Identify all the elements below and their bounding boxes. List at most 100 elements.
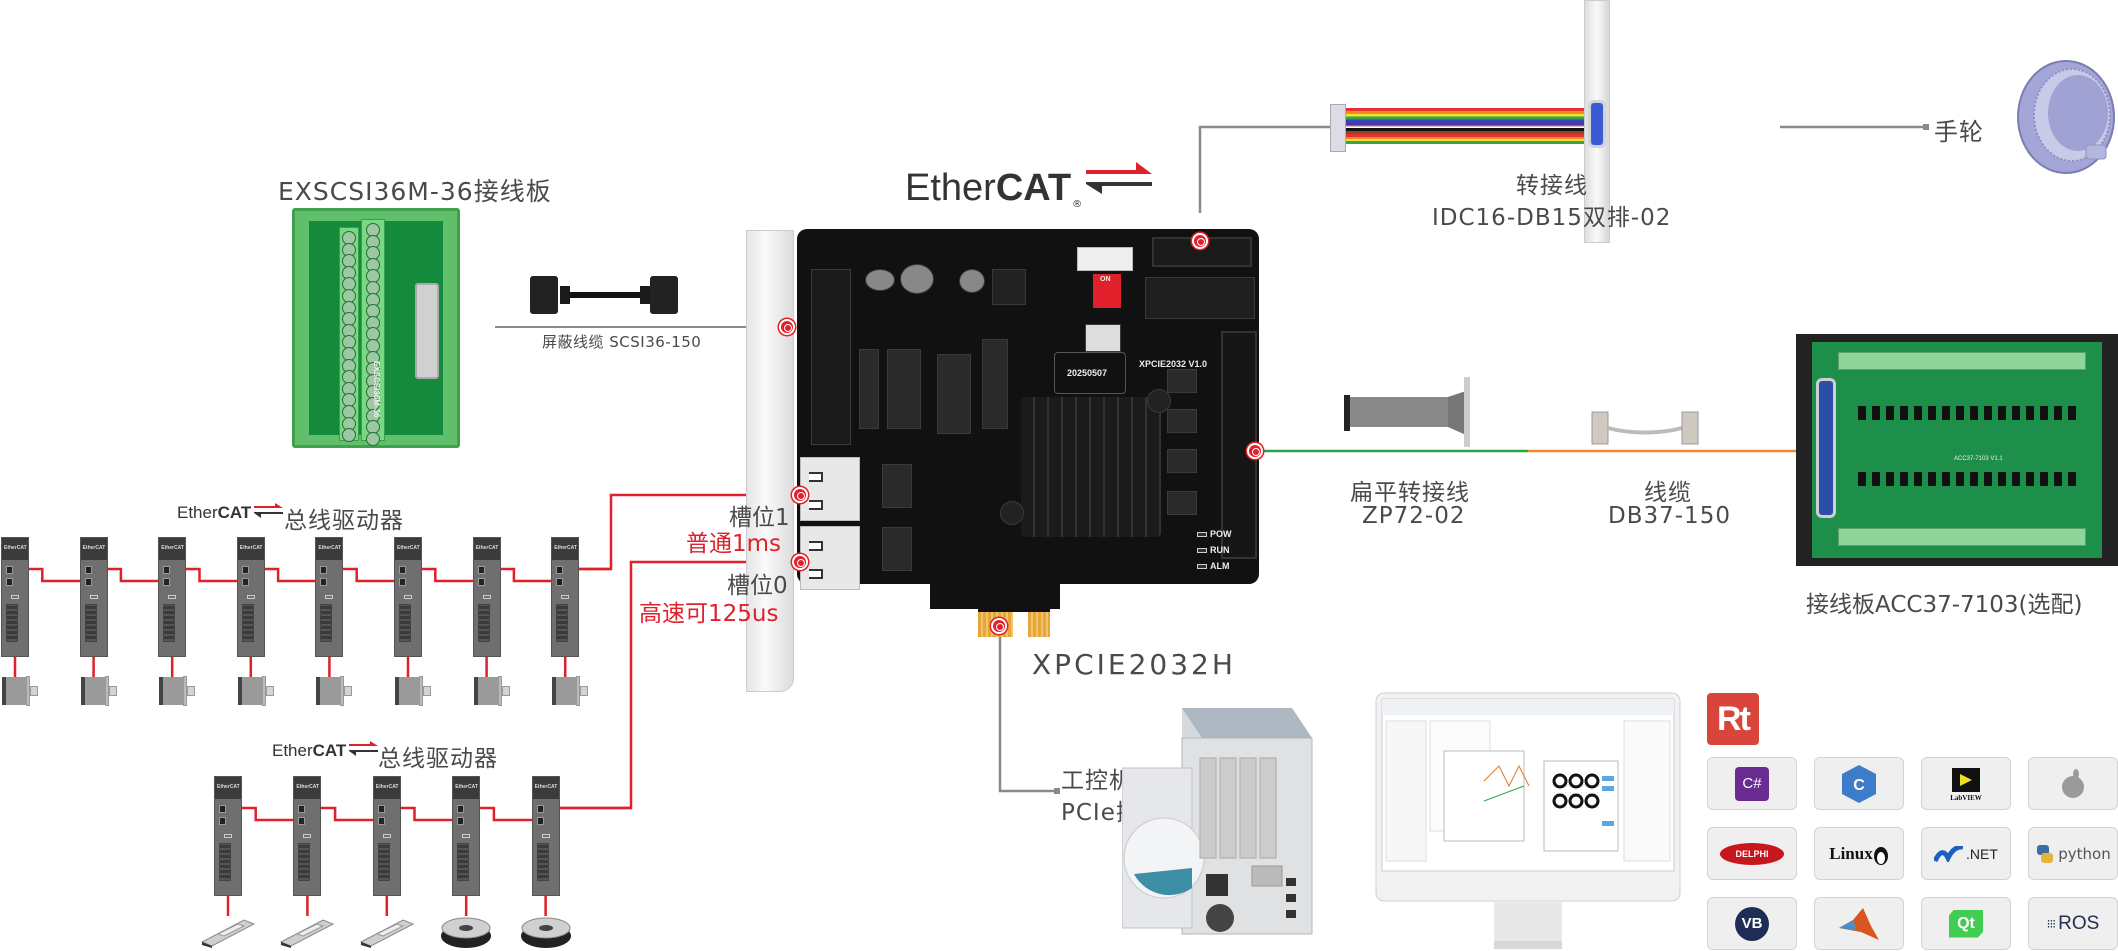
optocoupler-chip (1900, 406, 1908, 420)
dot-idc (1192, 233, 1208, 249)
wire-idc (1198, 125, 1335, 213)
sdk-tile-apple (2028, 757, 2118, 810)
rj45-slot0[interactable] (800, 526, 860, 590)
optocoupler-chip (2040, 406, 2048, 420)
ethercat-arrows-icon (254, 503, 284, 518)
sdk-tile-python: python (2028, 827, 2118, 880)
rt-logo: Rt (1707, 693, 1759, 745)
rotary-table (441, 917, 492, 948)
optocoupler-chip (1928, 406, 1936, 420)
acc-board-label: 接线板ACC37-7103(选配) (1806, 592, 2083, 618)
optocoupler-chip (1998, 406, 2006, 420)
optocoupler-chip (1970, 472, 1978, 486)
ethercat-drive: EtherCAT (531, 776, 560, 896)
db15-connector (1588, 100, 1606, 148)
heatsink (1021, 397, 1161, 537)
optocoupler-chip (1928, 472, 1936, 486)
optocoupler-chip (1942, 472, 1950, 486)
linear-motor (359, 919, 414, 948)
optocoupler-chip (2054, 472, 2062, 486)
ethercat-drive: EtherCAT (372, 776, 401, 896)
terminal-screw (366, 431, 380, 446)
optocoupler-chip (2040, 472, 2048, 486)
optocoupler-chip (1900, 472, 1908, 486)
slot0-name: 槽位0 (727, 573, 788, 599)
optocoupler-chip (1914, 472, 1922, 486)
optocoupler-chip (1886, 472, 1894, 486)
slot1-desc: 普通1ms (686, 531, 782, 557)
rj45-slot1[interactable] (800, 457, 860, 521)
led-indicator (1197, 547, 1207, 553)
optocoupler-chip (1872, 406, 1880, 420)
svg-text:LabVIEW: LabVIEW (1950, 794, 1982, 802)
ethercat-drive: EtherCAT (472, 537, 501, 657)
rainbow-ribbon-cable (1346, 108, 1586, 144)
handwheel-label: 手轮 (1934, 118, 1984, 146)
servo-motor (237, 676, 274, 706)
led-label: POW (1210, 529, 1232, 539)
ethercat-drive: EtherCAT (315, 537, 344, 657)
drive-group-1-label: 总线驱动器 (284, 508, 404, 534)
optocoupler-chip (1886, 406, 1894, 420)
ethercat-drive: EtherCAT (551, 537, 580, 657)
idc16-connector (1330, 104, 1346, 152)
ethercat-drive: EtherCAT (79, 537, 108, 657)
led-indicator (1197, 531, 1207, 537)
led-run: RUN (1197, 545, 1230, 555)
ethercat-drive: EtherCAT (394, 537, 422, 657)
acc37-7103-board: ACC37-7103 V1.1 (1796, 334, 2118, 566)
drive-chain-2 (224, 806, 631, 916)
scsi36-cable (530, 276, 678, 314)
optocoupler-chip (1956, 406, 1964, 420)
ethercat-logo: Ether CAT ® (905, 160, 1154, 210)
db37-connector (1816, 378, 1836, 518)
pcie-bracket (746, 230, 794, 692)
ethercat-drive: EtherCAT (293, 776, 322, 896)
sdk-tile-vb: VB (1707, 897, 1797, 950)
linear-motor (280, 919, 335, 948)
wire-pcie (998, 626, 1057, 793)
rotary-table (520, 917, 571, 948)
optocoupler-chip (2054, 406, 2062, 420)
drive-group-2-label: 总线驱动器 (378, 746, 498, 772)
drive-group-2-logo: Ether CAT (272, 740, 380, 761)
optocoupler-chip (1984, 406, 1992, 420)
optocoupler-chip (1914, 406, 1922, 420)
svg-text:C: C (1853, 777, 1865, 794)
led-label: RUN (1210, 545, 1230, 555)
monitor-with-software (1375, 692, 1681, 949)
db37-cable-title: 线缆 (1644, 480, 1692, 506)
ethercat-drive: EtherCAT (1, 537, 29, 657)
csharp-icon: C# (1735, 766, 1769, 801)
optocoupler-chip (2026, 472, 2034, 486)
optocoupler-chip (2012, 472, 2020, 486)
delphi-icon: DELPHI (1720, 842, 1784, 865)
sdk-tile-linux: Linux (1814, 827, 1904, 880)
industrial-pc-image (1122, 708, 1313, 935)
optocoupler-chip (2026, 406, 2034, 420)
adapter-cable-title: 转接线 (1516, 173, 1588, 199)
led-indicator (1197, 563, 1207, 569)
optocoupler-chip (2012, 406, 2020, 420)
optocoupler-chip (1872, 472, 1880, 486)
led-pow: POW (1197, 529, 1232, 539)
servo-motor (473, 676, 510, 706)
servo-motor (159, 676, 196, 706)
ethercat-drive: EtherCAT (158, 537, 187, 657)
optocoupler-chip (1858, 472, 1866, 486)
linux-icon: Linux (1829, 842, 1888, 866)
drive-group-1-logo: Ether CAT (177, 502, 285, 523)
optocoupler-chip (1970, 406, 1978, 420)
optocoupler-chip (1942, 406, 1950, 420)
servo-motor (395, 676, 431, 706)
flat-cable-model: ZP72-02 (1362, 503, 1466, 529)
optocoupler-chip (2068, 472, 2076, 486)
vb-icon: VB (1735, 906, 1769, 941)
labview-icon: LabVIEW (1950, 766, 1982, 802)
flat-cable-title: 扁平转接线 (1350, 480, 1470, 506)
optocoupler-chip (1984, 472, 1992, 486)
dot-db72 (1247, 443, 1263, 459)
terminal-board-label: EXSCSI36M-36接线板 (278, 177, 552, 206)
matlab-icon (1837, 906, 1881, 942)
handwheel-image (2017, 60, 2115, 174)
